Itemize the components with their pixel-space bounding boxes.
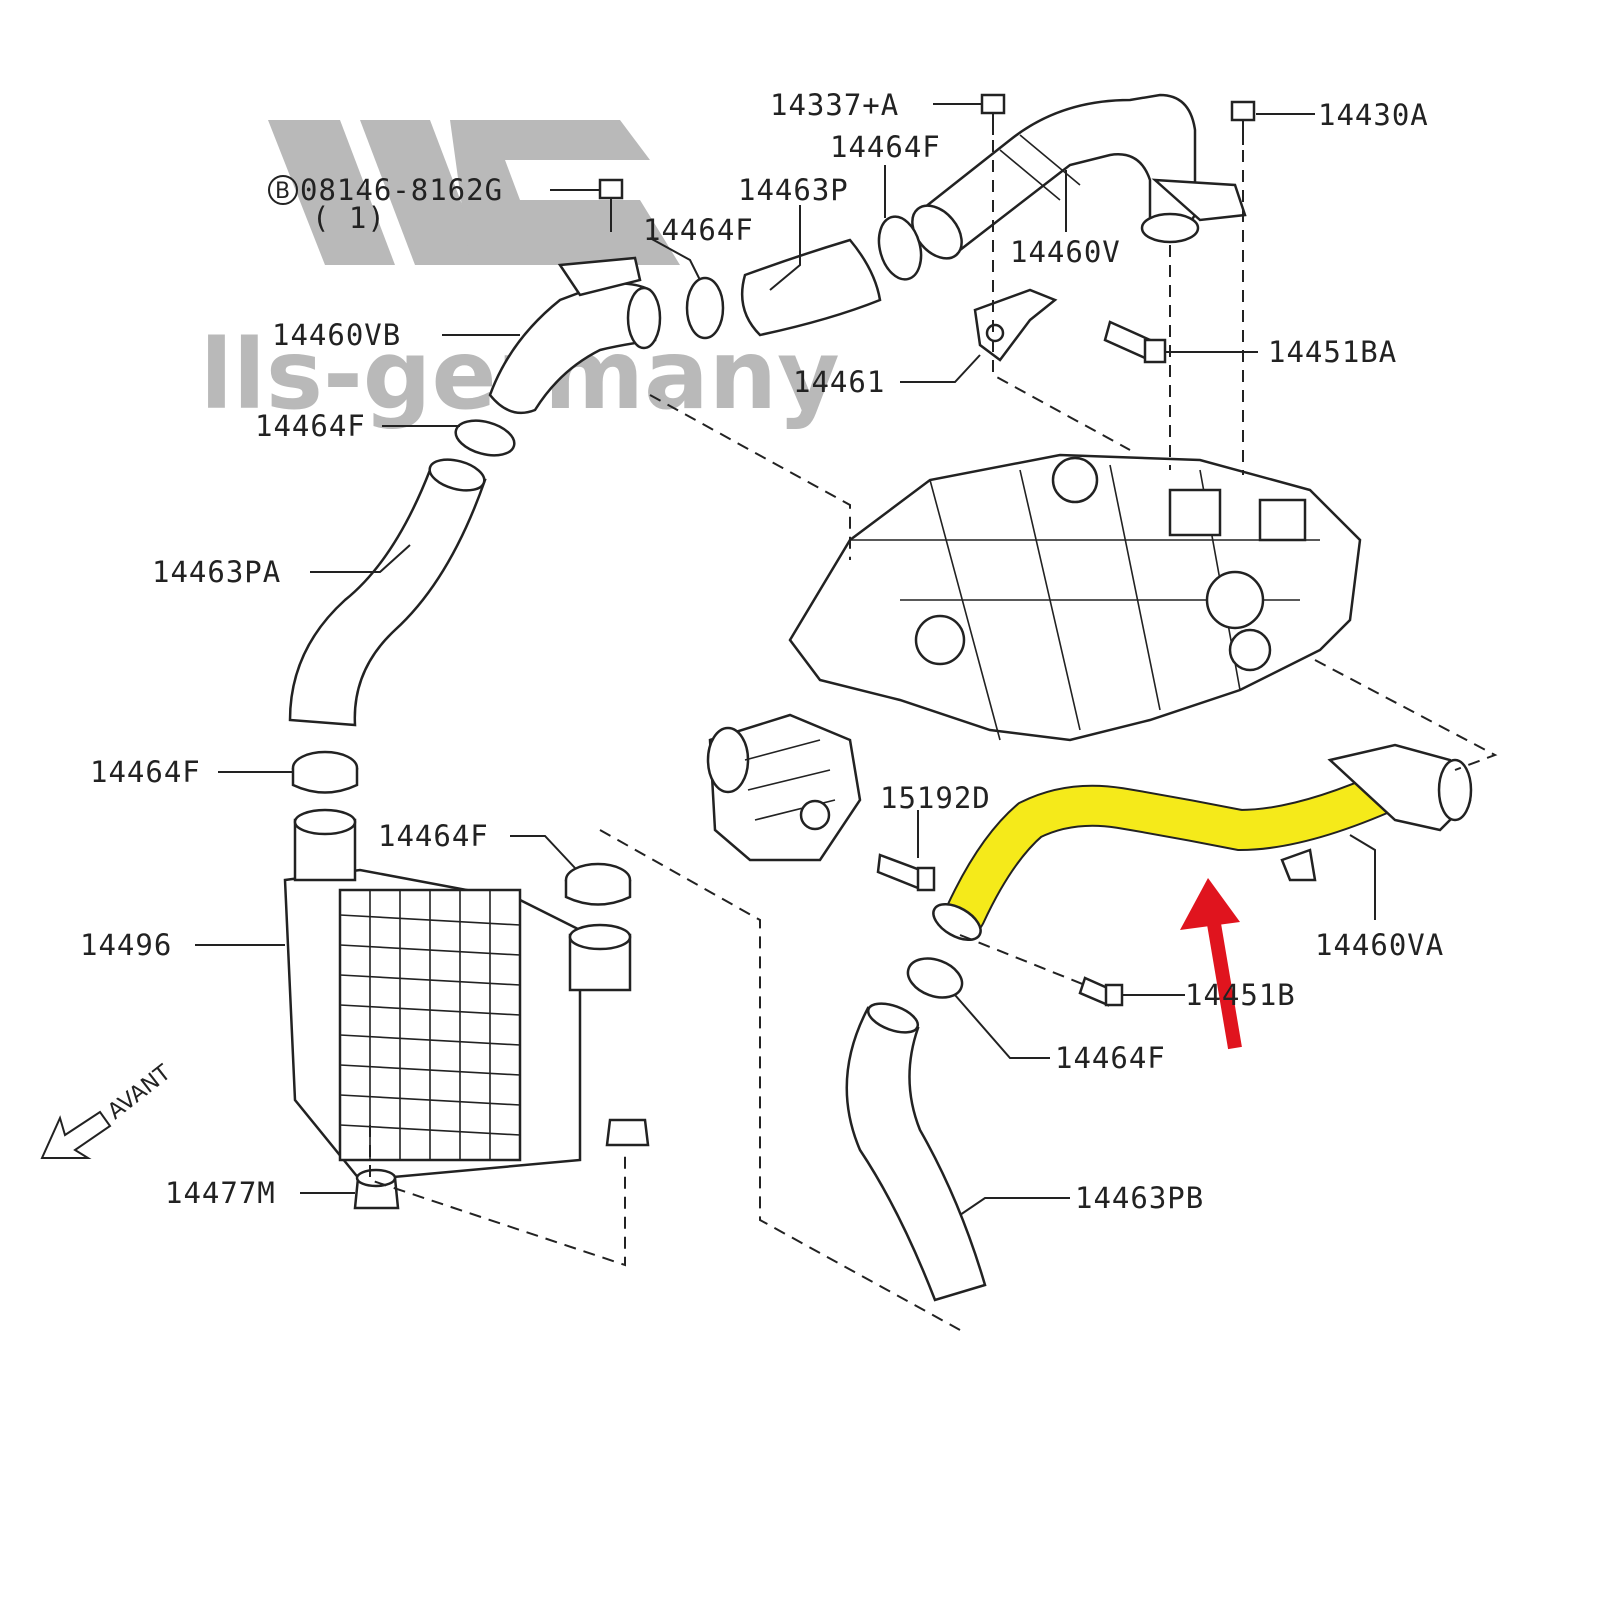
highlight-overlay: [946, 771, 1409, 934]
direction-arrow: [40, 1110, 112, 1159]
hose-14463pa: [288, 458, 487, 727]
engine-block: [788, 453, 1362, 742]
bolt-14337a: [980, 93, 1006, 135]
watermark-logo: [268, 120, 680, 265]
mount-14477m: [353, 1168, 400, 1210]
pipe-14460v: [911, 93, 1247, 260]
bolt-14451b: [1078, 976, 1124, 1007]
bolt-14451ba: [1103, 320, 1167, 364]
label-14451ba: 14451BA: [1268, 335, 1397, 369]
clamp-14464f-left: [454, 419, 516, 457]
label-15192d: 15192D: [880, 781, 991, 815]
clamp-14464f-cool: [564, 862, 632, 906]
label-08146-qty: ( 1): [312, 201, 386, 235]
bolt-14430a: [1230, 100, 1256, 145]
clamp-14464f-top: [877, 215, 923, 281]
label-14460v: 14460V: [1010, 235, 1121, 269]
dashed-lines: [369, 140, 1498, 1331]
red-arrow-indicator: [1180, 878, 1242, 1050]
label-14460vb: 14460VB: [272, 318, 401, 352]
label-14463pa: 14463PA: [152, 555, 281, 589]
label-14464f-left: 14464F: [255, 409, 366, 443]
clamp-14464f-mid: [685, 276, 725, 340]
marker-circle: [268, 175, 298, 205]
pipe-14460va: [932, 743, 1473, 942]
leader-lines: [195, 103, 1376, 1216]
label-14464f-bottom: 14464F: [1055, 1041, 1166, 1075]
sensor-15192d: [876, 853, 936, 892]
label-14464f-cool: 14464F: [378, 819, 489, 853]
label-14460va: 14460VA: [1315, 928, 1444, 962]
bracket-14461: [973, 288, 1058, 362]
label-14464f-top: 14464F: [830, 130, 941, 164]
label-08146: 08146-8162G: [300, 173, 503, 207]
marker-b: B: [275, 179, 290, 204]
direction-label: AVANT: [103, 1060, 176, 1125]
label-14337a: 14337+A: [770, 88, 899, 122]
mount-right: [605, 1118, 650, 1147]
label-14463pb: 14463PB: [1075, 1181, 1204, 1215]
label-14477m: 14477M: [165, 1176, 276, 1210]
label-14451b: 14451B: [1185, 978, 1296, 1012]
label-14464f-mid: 14464F: [643, 213, 754, 247]
label-14461: 14461: [793, 365, 885, 399]
label-14496: 14496: [80, 928, 172, 962]
intercooler-14496: [283, 808, 632, 1182]
turbocharger: [706, 713, 862, 862]
label-14430a: 14430A: [1318, 98, 1429, 132]
hose-14463pb: [845, 1002, 987, 1302]
label-14464f-low: 14464F: [90, 755, 201, 789]
label-14463p: 14463P: [738, 173, 849, 207]
clamp-14464f-bottom: [906, 957, 964, 999]
hose-14463p: [740, 238, 882, 337]
pipe-14460vb: [488, 256, 662, 415]
clamp-14464f-low: [291, 750, 359, 794]
